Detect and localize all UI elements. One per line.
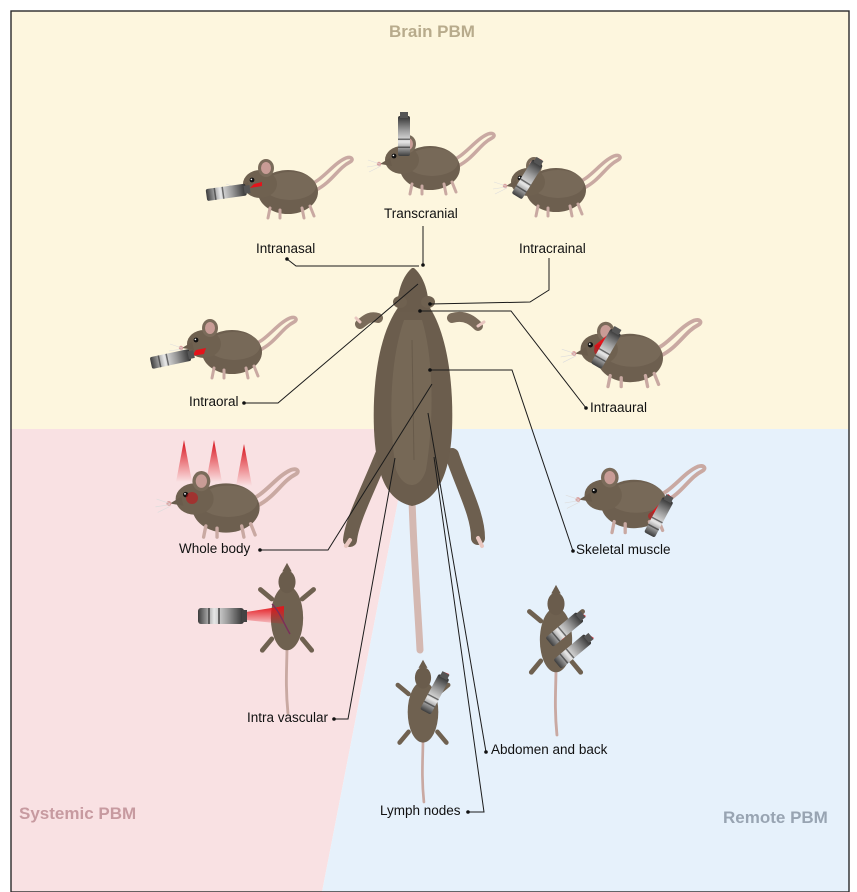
label-whole-body: Whole body bbox=[179, 541, 250, 556]
label-skeletal-muscle: Skeletal muscle bbox=[576, 542, 671, 557]
label-intranasal: Intranasal bbox=[256, 241, 315, 256]
label-intraaural: Intraaural bbox=[590, 400, 647, 415]
label-intracrainal: Intracrainal bbox=[519, 241, 586, 256]
systemic-pbm-title: Systemic PBM bbox=[19, 804, 136, 824]
label-intra-vascular: Intra vascular bbox=[247, 710, 328, 725]
label-abdomen-and-back: Abdomen and back bbox=[491, 742, 607, 757]
label-transcranial: Transcranial bbox=[384, 206, 458, 221]
remote-pbm-title: Remote PBM bbox=[723, 808, 828, 828]
label-lymph-nodes: Lymph nodes bbox=[380, 803, 461, 818]
brain-pbm-title: Brain PBM bbox=[389, 22, 475, 42]
label-intraoral: Intraoral bbox=[189, 394, 239, 409]
